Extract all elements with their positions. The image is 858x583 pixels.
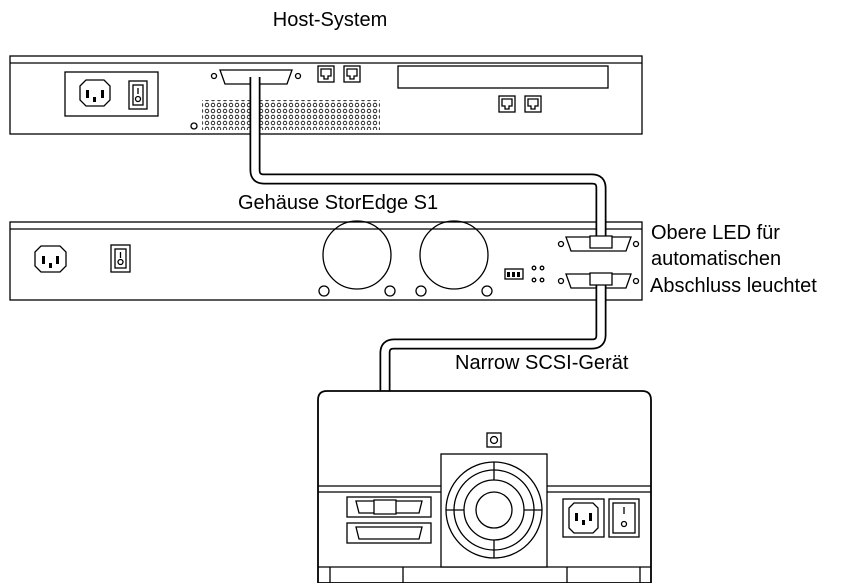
power-socket-icon bbox=[568, 502, 599, 534]
led-icon bbox=[531, 265, 537, 271]
narrow-scsi-device-label: Narrow SCSI-Gerät bbox=[455, 352, 629, 374]
host-system bbox=[9, 55, 643, 135]
led-note-line-3: Abschluss leuchtet bbox=[650, 275, 817, 297]
led-note-line-1: Obere LED für bbox=[651, 222, 780, 244]
led-note-line-2: automatischen bbox=[651, 248, 781, 270]
fan-icon bbox=[419, 220, 489, 290]
enclosure-label: Gehäuse StorEdge S1 bbox=[238, 192, 438, 214]
narrow-scsi-device bbox=[317, 390, 652, 583]
scsi-cable-enclosure-to-device bbox=[379, 278, 607, 510]
power-socket-icon bbox=[79, 79, 111, 107]
scsi-cable-host-to-enclosure bbox=[249, 77, 607, 241]
storedge-enclosure bbox=[9, 220, 643, 301]
device-scsi-port bbox=[346, 522, 432, 544]
led-icon bbox=[531, 277, 537, 283]
fan-icon bbox=[322, 220, 392, 290]
led-icon bbox=[539, 277, 545, 283]
expansion-slot bbox=[397, 65, 609, 89]
device-power-inlet bbox=[562, 498, 605, 538]
led-icon bbox=[539, 265, 545, 271]
vent-grille bbox=[202, 100, 380, 130]
host-system-label: Host-System bbox=[273, 9, 387, 31]
indicator-icon bbox=[486, 432, 502, 448]
power-socket-icon bbox=[34, 245, 67, 273]
host-scsi-connector bbox=[219, 69, 293, 85]
